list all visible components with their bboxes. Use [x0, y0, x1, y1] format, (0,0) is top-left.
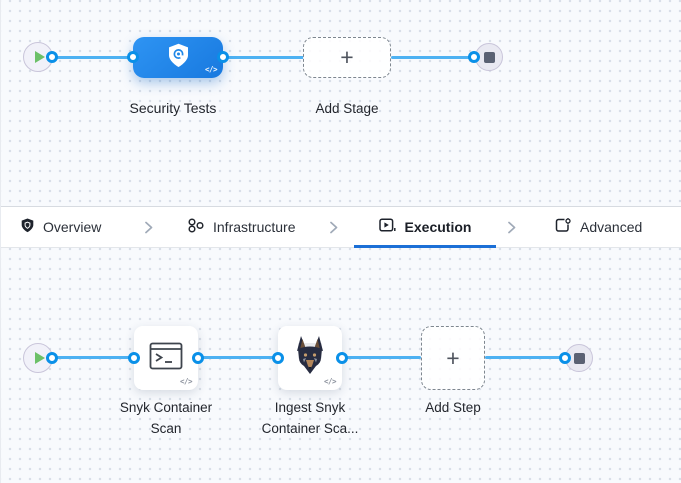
step-name-label: Snyk Container Scan — [94, 397, 238, 439]
edge-step1-to-step2 — [198, 356, 278, 359]
play-icon — [34, 352, 45, 364]
step-label-line: Container Sca... — [261, 421, 359, 436]
stage-node-security-tests[interactable]: </> — [133, 37, 223, 78]
snyk-dog-icon — [291, 335, 329, 382]
chevron-right-icon — [508, 207, 516, 247]
step-label-line: Ingest Snyk — [274, 400, 346, 415]
edge-stage-to-addstage — [222, 56, 304, 59]
terminal-icon — [149, 342, 183, 375]
tab-label: Infrastructure — [213, 219, 296, 235]
tab-label: Advanced — [580, 219, 643, 235]
active-tab-indicator — [354, 245, 496, 248]
pipeline-end-node — [475, 43, 503, 71]
stage-name-label: Security Tests — [129, 100, 217, 116]
tab-label: Overview — [43, 219, 102, 235]
tab-label: Execution — [404, 219, 472, 235]
port-end-in[interactable] — [559, 352, 571, 364]
port-start-out[interactable] — [46, 51, 58, 63]
port-step2-out[interactable] — [336, 352, 348, 364]
port-step2-in[interactable] — [272, 352, 284, 364]
add-step-button[interactable]: + — [421, 326, 485, 390]
port-step1-out[interactable] — [192, 352, 204, 364]
port-stage-in[interactable] — [127, 51, 139, 63]
port-stage-out[interactable] — [217, 51, 229, 63]
edge-step2-to-addstep — [342, 356, 421, 359]
plus-icon: + — [446, 344, 460, 371]
chevron-right-icon — [145, 207, 153, 247]
stop-icon — [483, 51, 495, 63]
stage-tab-bar: Overview Infrastructure — [1, 206, 681, 248]
cluster-icon — [188, 218, 204, 236]
step-label-line: Snyk Container — [119, 400, 213, 415]
add-stage-button[interactable]: + — [303, 37, 391, 78]
port-end-in[interactable] — [468, 51, 480, 63]
step-canvas: </> </> — [1, 248, 681, 483]
edge-start-to-step1 — [47, 356, 134, 359]
sto-shield-icon — [167, 43, 190, 73]
play-box-icon — [378, 218, 396, 236]
add-step-label: Add Step — [425, 400, 481, 415]
file-gear-icon — [555, 218, 571, 236]
code-badge-icon: </> — [204, 65, 218, 74]
edge-addstep-to-end — [485, 356, 565, 359]
tab-execution[interactable]: Execution — [354, 207, 496, 248]
step-node-ingest-snyk[interactable]: </> — [278, 326, 342, 390]
edge-start-to-stage — [47, 56, 134, 59]
add-stage-label: Add Stage — [315, 101, 379, 116]
stage-canvas: </> + Security Tests Add Stage — [1, 0, 681, 206]
code-badge-icon: </> — [179, 377, 193, 386]
stop-icon — [573, 352, 585, 364]
tab-infrastructure[interactable]: Infrastructure — [188, 207, 295, 247]
step-label-line: Scan — [150, 421, 182, 436]
port-step1-in[interactable] — [128, 352, 140, 364]
plus-icon: + — [340, 44, 354, 70]
chevron-right-icon — [330, 207, 338, 247]
step-name-label: Ingest Snyk Container Sca... — [238, 397, 382, 439]
shield-icon — [21, 218, 34, 236]
play-icon — [34, 51, 45, 63]
edge-addstage-to-end — [391, 56, 475, 59]
step-node-snyk-container-scan[interactable]: </> — [134, 326, 198, 390]
code-badge-icon: </> — [323, 377, 337, 386]
port-start-out[interactable] — [46, 352, 58, 364]
tab-advanced[interactable]: Advanced — [555, 207, 642, 247]
tab-overview[interactable]: Overview — [21, 207, 101, 247]
